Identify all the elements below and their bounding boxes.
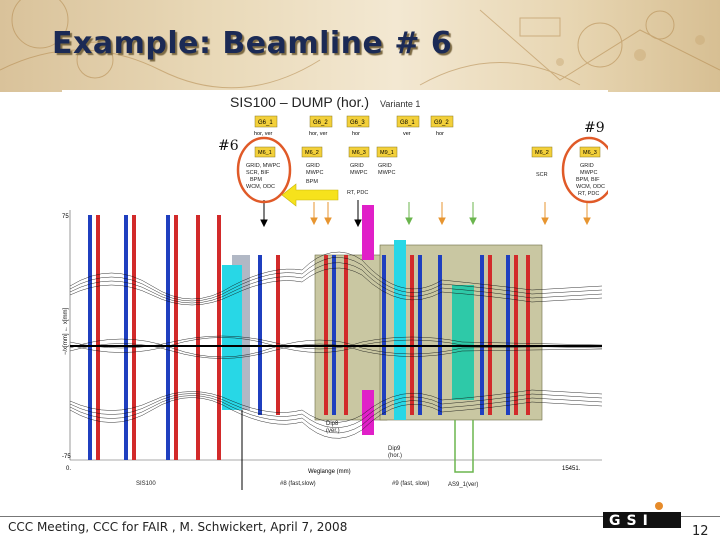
svg-text:M6_2: M6_2 xyxy=(535,150,549,156)
mid-box: M9_1 xyxy=(376,146,398,158)
cyan-element xyxy=(222,265,242,410)
cyan-element xyxy=(394,240,406,420)
mid-box: M6_2 xyxy=(301,146,323,158)
svg-text:GRID: GRID xyxy=(350,163,364,169)
marker-9-label: #9 xyxy=(584,120,605,136)
svg-text:SIS100: SIS100 xyxy=(136,481,156,487)
as9-bracket xyxy=(454,420,474,473)
marker-6-label: #6 xyxy=(218,138,239,154)
svg-text:GRID, MWPC: GRID, MWPC xyxy=(246,163,280,169)
svg-text:G6_3: G6_3 xyxy=(350,120,365,126)
svg-text:MWPC: MWPC xyxy=(580,170,597,176)
figure-variant: Variante 1 xyxy=(380,99,420,109)
svg-text:Dip9: Dip9 xyxy=(388,446,401,452)
svg-text:ver: ver xyxy=(403,131,411,137)
svg-text:M6_2: M6_2 xyxy=(305,150,319,156)
yellow-arrow-left xyxy=(281,183,339,207)
svg-text:Dip8: Dip8 xyxy=(326,421,339,427)
svg-text:MWPC: MWPC xyxy=(378,170,395,176)
svg-text:hor: hor xyxy=(352,131,360,137)
svg-text:M6_1: M6_1 xyxy=(258,150,272,156)
top-box: G6_2 hor, ver xyxy=(309,115,333,137)
svg-text:G6_2: G6_2 xyxy=(313,120,328,126)
svg-text:M6_3: M6_3 xyxy=(583,150,597,156)
svg-text:SCR, BIF: SCR, BIF xyxy=(246,170,270,176)
highlight-circle-6 xyxy=(236,136,292,204)
svg-text:WCM, ODC: WCM, ODC xyxy=(246,184,275,190)
bottom-labels: SIS100 #8 (fast,slow) #9 (fast, slow) AS… xyxy=(136,421,478,488)
figure-title: SIS100 – DUMP (hor.) xyxy=(230,94,369,110)
svg-text:BPM, BIF: BPM, BIF xyxy=(576,177,600,183)
green-arrows xyxy=(405,202,477,226)
mid-box: M6_3 xyxy=(579,146,601,158)
svg-text:(hor.): (hor.) xyxy=(388,453,402,459)
svg-text:RT, PDC: RT, PDC xyxy=(578,191,599,197)
banner-decoration xyxy=(0,0,720,89)
footer-text: CCC Meeting, CCC for FAIR , M. Schwicker… xyxy=(8,520,348,534)
svg-text:M9_1: M9_1 xyxy=(380,150,394,156)
svg-text:hor, ver: hor, ver xyxy=(254,131,273,137)
magenta-dipole xyxy=(362,390,374,435)
svg-text:MWPC: MWPC xyxy=(350,170,367,176)
svg-text:M6_3: M6_3 xyxy=(352,150,366,156)
x-right-tick: 15451. xyxy=(562,466,581,472)
slide-title: Example: Beamline # 6 xyxy=(52,26,453,61)
teal-element xyxy=(452,285,474,400)
svg-text:SCR: SCR xyxy=(536,172,548,178)
gsi-logo: GSI xyxy=(603,502,681,529)
svg-text:GRID: GRID xyxy=(378,163,392,169)
beamline-figure: SIS100 – DUMP (hor.) Variante 1 G6_1 hor,… xyxy=(62,90,608,496)
mid-box: M6_3 xyxy=(348,146,370,158)
svg-text:#9 (fast, slow): #9 (fast, slow) xyxy=(392,481,429,487)
mid-box: M6_2 xyxy=(531,146,553,158)
x-axis-label: Weglange (mm) xyxy=(308,469,351,475)
y-top-tick: 75 xyxy=(62,214,69,220)
svg-text:(ver.): (ver.) xyxy=(326,428,340,434)
svg-text:BPM: BPM xyxy=(306,179,318,185)
svg-text:hor: hor xyxy=(436,131,444,137)
svg-text:hor, ver: hor, ver xyxy=(309,131,328,137)
svg-text:G8_1: G8_1 xyxy=(400,120,415,126)
svg-text:#8 (fast,slow): #8 (fast,slow) xyxy=(280,481,316,487)
y-bottom-tick: -75 xyxy=(62,454,71,460)
diagnostics-labels: GRID, MWPC SCR, BIF BPM WCM, ODC GRID MW… xyxy=(246,163,605,197)
svg-text:GRID: GRID xyxy=(306,163,320,169)
svg-text:MWPC: MWPC xyxy=(306,170,323,176)
orange-arrows xyxy=(310,202,591,226)
svg-text:GRID: GRID xyxy=(580,163,594,169)
page-number: 12 xyxy=(692,524,709,539)
mid-boxes-row: M6_1 M6_2 M6_3 M9_1 M6_2 M6_3 xyxy=(254,146,601,158)
plot-area: 75 -75 −/x[mm] ← x[mm] 0. 15451. Weglang… xyxy=(62,200,603,490)
svg-text:RT, PDC: RT, PDC xyxy=(347,190,368,196)
footer-divider xyxy=(0,516,720,517)
svg-text:BPM: BPM xyxy=(250,177,262,183)
svg-text:G6_1: G6_1 xyxy=(258,120,273,126)
mid-box: M6_1 xyxy=(254,146,276,158)
header-banner: Example: Beamline # 6 xyxy=(0,0,720,92)
svg-text:WCM, ODC: WCM, ODC xyxy=(576,184,605,190)
svg-text:GSI: GSI xyxy=(609,513,654,529)
highlight-circle-9 xyxy=(561,136,608,204)
svg-text:AS9_1(ver): AS9_1(ver) xyxy=(448,482,478,488)
top-box: G6_1 hor, ver xyxy=(254,115,278,137)
svg-text:G9_2: G9_2 xyxy=(434,120,449,126)
black-arrows xyxy=(241,200,362,490)
y-axis-label: −/x[mm] ← x[mm] xyxy=(63,308,69,355)
x-left-tick: 0. xyxy=(66,466,71,472)
magenta-dipole xyxy=(362,205,374,260)
